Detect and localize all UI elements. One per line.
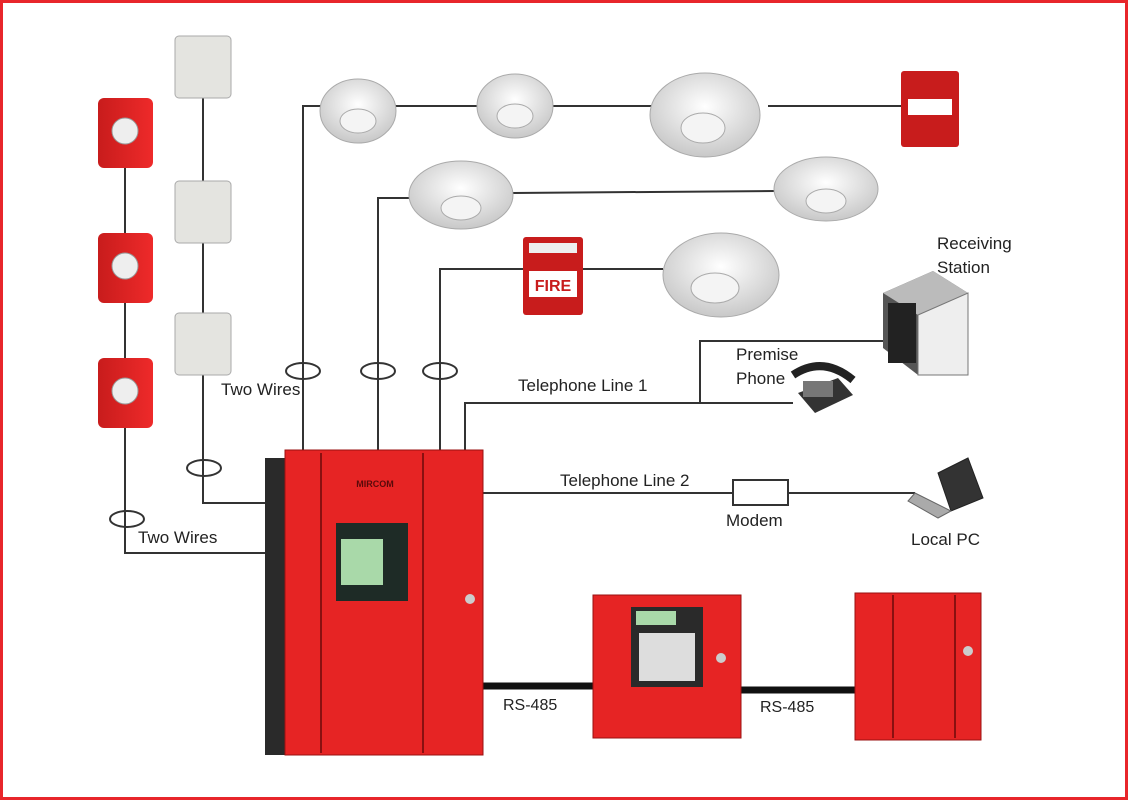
receiving-station-icon — [883, 271, 969, 376]
laptop-icon — [907, 457, 984, 519]
local-pc-label: Local PC — [911, 530, 980, 549]
annunciator-panel — [592, 594, 742, 739]
modem-label: Modem — [726, 511, 783, 530]
rs485-label-a: RS-485 — [503, 697, 558, 714]
strobe-icon — [98, 98, 153, 168]
pull-station-text: FIRE — [535, 278, 572, 295]
pull-station-icon — [901, 71, 959, 147]
smoke-detector-icon — [408, 160, 514, 230]
modem-box — [732, 479, 789, 506]
strobe-icon — [98, 233, 153, 303]
rs485-label-b: RS-485 — [760, 699, 815, 716]
strobe-icon — [98, 358, 153, 428]
premise-phone-label-1: Premise — [736, 345, 799, 364]
main-control-panel: MIRCOM — [265, 449, 484, 756]
horn-icons — [174, 35, 232, 376]
horn-icon — [174, 180, 232, 244]
two-wires-label-mid: Two Wires — [221, 380, 301, 399]
fire-pull-station-icon: FIRE — [523, 237, 583, 315]
strobe-icons — [98, 98, 153, 428]
receiving-station-label-2: Station — [937, 258, 990, 277]
brand-logo: MIRCOM — [356, 479, 394, 489]
smoke-detector-icons — [319, 72, 879, 318]
telephone-line-1-label: Telephone Line 1 — [518, 376, 648, 395]
horn-icon — [174, 312, 232, 376]
telephone-icon — [790, 362, 856, 413]
receiving-station-label-1: Receiving — [937, 234, 1012, 253]
remote-panel — [854, 592, 982, 741]
horn-icon — [174, 35, 232, 99]
premise-phone-label-2: Phone — [736, 369, 786, 388]
telephone-line-2-label: Telephone Line 2 — [560, 471, 690, 490]
diagram-canvas: FIRE MIRCOM — [98, 35, 984, 756]
rs485-cables — [483, 682, 855, 694]
two-wires-label-left: Two Wires — [138, 528, 218, 547]
